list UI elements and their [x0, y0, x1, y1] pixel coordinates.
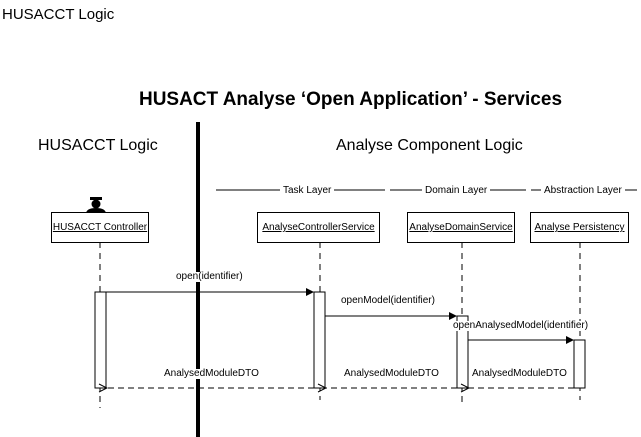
- section-left-heading: HUSACCT Logic: [38, 137, 158, 154]
- layer-abstraction-label: Abstraction Layer: [541, 186, 625, 196]
- call-arrows: [106, 288, 574, 344]
- message-label: openAnalysedModel(identifier): [452, 320, 590, 331]
- object-label: AnalyseDomainService: [409, 222, 513, 233]
- section-right-heading: Analyse Component Logic: [336, 137, 523, 154]
- message-label: openModel(identifier): [340, 295, 436, 306]
- object-label: HUSACCT Controller: [52, 222, 148, 233]
- object-label: AnalyseControllerService: [262, 222, 375, 233]
- object-analyse-controller-service: AnalyseControllerService: [257, 212, 380, 243]
- layer-domain-label: Domain Layer: [422, 186, 491, 196]
- diagram-title: HUSACT Analyse ‘Open Application’ - Serv…: [138, 89, 563, 110]
- object-husacct-controller: HUSACCT Controller: [51, 212, 149, 243]
- object-analyse-persistency: Analyse Persistency: [530, 212, 629, 243]
- return-label: AnalysedModuleDTO: [471, 368, 568, 379]
- object-analyse-domain-service: AnalyseDomainService: [407, 212, 515, 243]
- message-label: open(identifier): [175, 271, 244, 282]
- layer-task-label: Task Layer: [280, 186, 335, 196]
- object-label: Analyse Persistency: [534, 222, 625, 233]
- return-label: AnalysedModuleDTO: [163, 368, 260, 379]
- page-label: HUSACCT Logic: [2, 6, 115, 23]
- return-label: AnalysedModuleDTO: [343, 368, 440, 379]
